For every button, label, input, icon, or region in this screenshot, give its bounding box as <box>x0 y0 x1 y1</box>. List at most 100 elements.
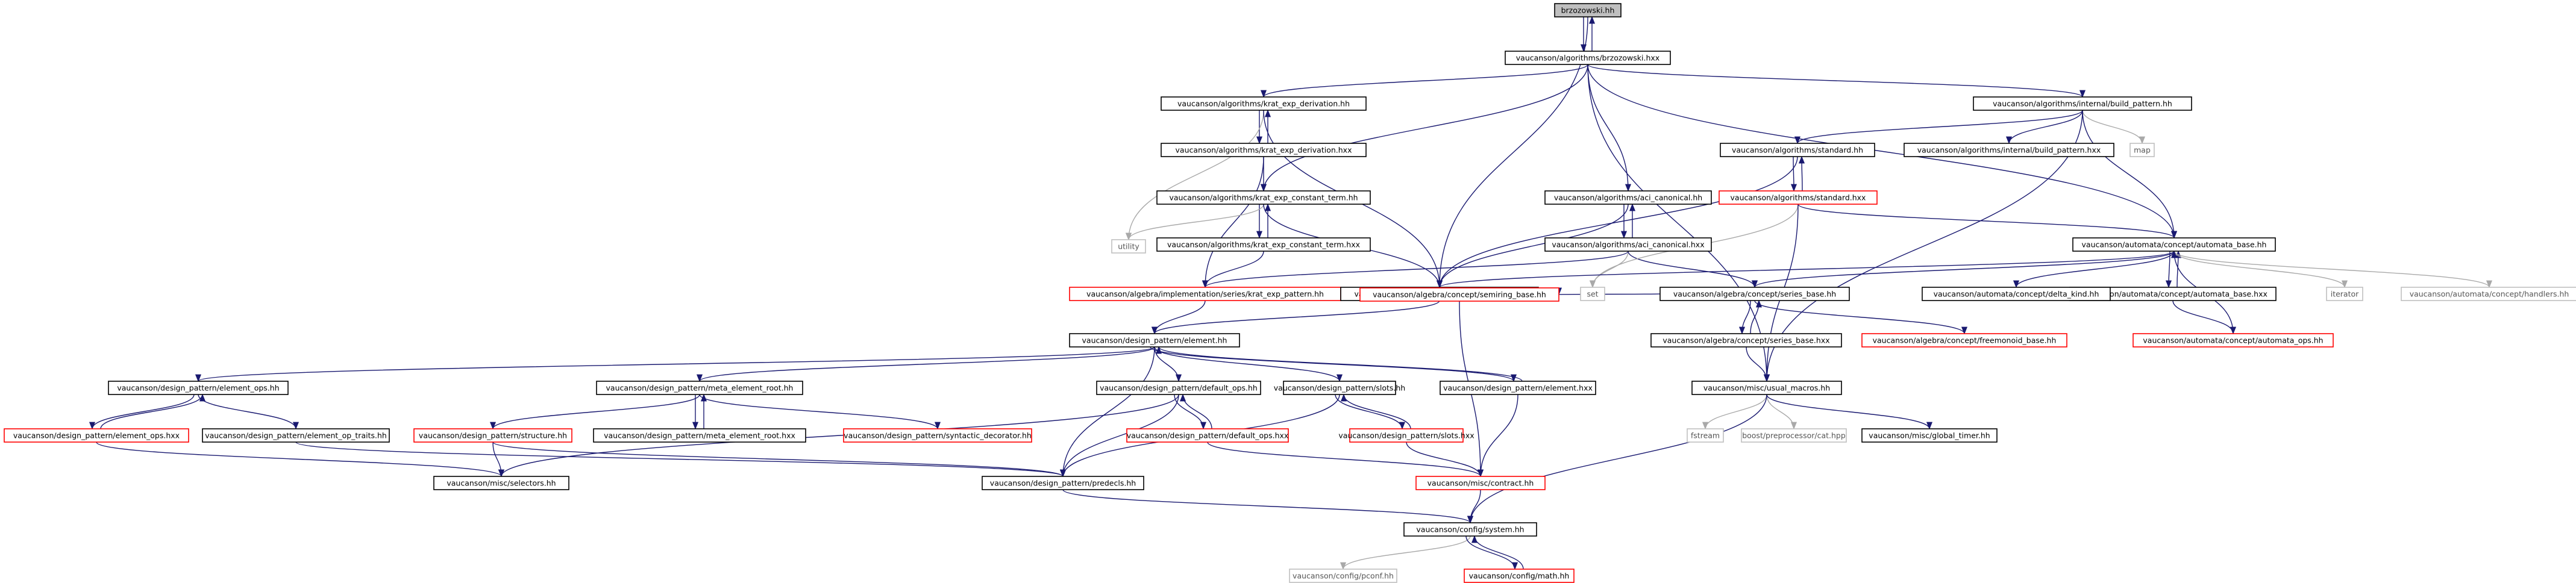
node-box <box>1741 428 1847 443</box>
node-syntactic-decorator[interactable]: vaucanson/design_pattern/syntactic_decor… <box>843 428 1032 443</box>
node-global-timer[interactable]: vaucanson/misc/global_timer.hh <box>1861 428 1998 443</box>
node-usual-macros[interactable]: vaucanson/misc/usual_macros.hh <box>1691 381 1842 395</box>
node-automata-base-hxx[interactable]: vaucanson/automata/concept/automata_base… <box>2069 287 2277 301</box>
edge-automata-base-hh-to-iterator <box>2173 251 2348 288</box>
node-box <box>1096 381 1261 395</box>
edge-element-ops-hxx-to-selectors <box>96 441 504 478</box>
node-meta-element-root-hxx[interactable]: vaucanson/design_pattern/meta_element_ro… <box>593 428 806 443</box>
edge-math-to-system <box>1471 535 1524 570</box>
node-box <box>1659 287 1850 301</box>
edge-build-pattern-hh-to-automata-base-hh <box>2082 110 2178 239</box>
node-box <box>1111 239 1146 254</box>
edge-build-pattern-hh-to-build-pattern-hxx <box>2006 110 2083 145</box>
node-delta-kind[interactable]: vaucanson/automata/concept/delta_kind.hh <box>1922 287 2111 301</box>
node-standard-hh[interactable]: vaucanson/algorithms/standard.hh <box>1720 143 1875 157</box>
node-selectors[interactable]: vaucanson/misc/selectors.hh <box>433 476 569 490</box>
node-krat-const-hxx[interactable]: vaucanson/algorithms/krat_exp_constant_t… <box>1156 237 1371 252</box>
node-box <box>2129 143 2155 157</box>
edge-element-op-traits-to-predecls <box>295 441 1066 478</box>
node-contract[interactable]: vaucanson/misc/contract.hh <box>1415 476 1546 490</box>
node-label: vaucanson/automata/concept/delta_kind.hh <box>1934 290 2099 299</box>
node-handlers: vaucanson/automata/concept/handlers.hh <box>2401 287 2576 301</box>
node-slots-hxx[interactable]: vaucanson/design_pattern/slots.hxx <box>1338 428 1474 443</box>
edge-slots-hxx-to-contract <box>1406 441 1484 478</box>
node-fstream: fstream <box>1687 428 1724 443</box>
node-label: vaucanson/automata/concept/automata_base… <box>2082 240 2267 249</box>
node-box <box>1156 190 1371 205</box>
node-build-pattern-hxx[interactable]: vaucanson/algorithms/internal/build_patt… <box>1904 143 2114 157</box>
edge-default-ops-hxx-to-contract <box>1207 441 1484 478</box>
node-element-op-traits[interactable]: vaucanson/design_pattern/element_op_trai… <box>202 428 390 443</box>
node-slots-hh[interactable]: vaucanson/design_pattern/slots.hh <box>1274 381 1405 395</box>
node-aci-hxx[interactable]: vaucanson/algorithms/aci_canonical.hxx <box>1544 237 1712 252</box>
node-math[interactable]: vaucanson/config/math.hh <box>1464 569 1575 583</box>
node-box <box>593 428 806 443</box>
node-system[interactable]: vaucanson/config/system.hh <box>1403 522 1537 537</box>
edge-default-ops-hh-to-selectors <box>498 394 1179 478</box>
node-element-hh[interactable]: vaucanson/design_pattern/element.hh <box>1069 333 1240 348</box>
node-krat-deriv-hxx[interactable]: vaucanson/algorithms/krat_exp_derivation… <box>1161 143 1367 157</box>
edge-meta-element-root-hh-to-structure <box>490 394 700 430</box>
node-standard-hxx[interactable]: vaucanson/algorithms/standard.hxx <box>1719 190 1878 205</box>
node-meta-element-root-hh[interactable]: vaucanson/design_pattern/meta_element_ro… <box>596 381 803 395</box>
edge-system-to-math <box>1465 535 1518 570</box>
node-box <box>1554 3 1622 17</box>
node-box <box>1156 237 1371 252</box>
node-label: vaucanson/design_pattern/predecls.hh <box>990 479 1136 488</box>
edge-system-to-pconf <box>1340 535 1471 570</box>
node-box <box>1349 428 1464 443</box>
node-aci-hh[interactable]: vaucanson/algorithms/aci_canonical.hh <box>1544 190 1712 205</box>
node-boost-cat: boost/preprocessor/cat.hpp <box>1741 428 1847 443</box>
node-label: utility <box>1118 242 1139 251</box>
node-default-ops-hh[interactable]: vaucanson/design_pattern/default_ops.hh <box>1096 381 1261 395</box>
node-label: vaucanson/algorithms/aci_canonical.hxx <box>1552 240 1704 249</box>
node-label: vaucanson/algebra/concept/series_base.hx… <box>1662 336 1829 345</box>
node-build-pattern-hh[interactable]: vaucanson/algorithms/internal/build_patt… <box>1973 96 2192 111</box>
edge-element-hxx-to-element-hh <box>1156 346 1523 382</box>
node-box <box>4 428 189 443</box>
node-semiring-base[interactable]: vaucanson/algebra/concept/semiring_base.… <box>1359 287 1559 302</box>
edge-standard-hh-to-standard-hxx <box>1790 156 1797 192</box>
node-default-ops-hxx[interactable]: vaucanson/design_pattern/default_ops.hxx <box>1126 428 1289 443</box>
node-box <box>1440 381 1596 395</box>
node-element-hxx[interactable]: vaucanson/design_pattern/element.hxx <box>1440 381 1596 395</box>
node-label: vaucanson/design_pattern/slots.hh <box>1274 384 1405 393</box>
edge-automata-base-hh-to-series-base-hh <box>1752 251 2175 288</box>
node-krat-const-hh[interactable]: vaucanson/algorithms/krat_exp_constant_t… <box>1156 190 1371 205</box>
node-box <box>596 381 803 395</box>
node-structure[interactable]: vaucanson/design_pattern/structure.hh <box>413 428 572 443</box>
edge-element-hh-to-predecls <box>1059 346 1155 478</box>
node-freemonoid-base[interactable]: vaucanson/algebra/concept/freemonoid_bas… <box>1861 333 2067 348</box>
edge-automata-base-hh-to-handlers <box>2173 251 2492 288</box>
edge-brzozowski-hxx-to-usual-macros <box>1587 64 1770 382</box>
node-box <box>1403 522 1537 537</box>
node-box <box>982 476 1144 490</box>
node-label: vaucanson/algorithms/internal/build_patt… <box>1993 99 2172 108</box>
edge-krat-deriv-hh-to-utility <box>1125 110 1264 241</box>
node-series-base-hh[interactable]: vaucanson/algebra/concept/series_base.hh <box>1659 287 1850 301</box>
edge-series-base-hh-to-semiring-base <box>1558 287 1661 296</box>
edge-standard-hh-to-design-pattern-hh <box>1437 156 1798 288</box>
node-brzozowski-hh[interactable]: brzozowski.hh <box>1554 3 1622 17</box>
edge-series-base-hh-to-series-base-hxx <box>1738 300 1751 335</box>
node-iterator: iterator <box>2326 287 2363 301</box>
node-box <box>2072 237 2276 252</box>
node-box <box>1505 51 1671 65</box>
edge-brzozowski-hxx-to-krat-const-hh <box>1261 64 1588 192</box>
node-automata-ops[interactable]: vaucanson/automata/concept/automata_ops.… <box>2133 333 2334 348</box>
node-series-base-hxx[interactable]: vaucanson/algebra/concept/series_base.hx… <box>1650 333 1842 348</box>
node-box <box>1687 428 1724 443</box>
node-predecls[interactable]: vaucanson/design_pattern/predecls.hh <box>982 476 1144 490</box>
node-label: vaucanson/design_pattern/syntactic_decor… <box>844 431 1032 440</box>
node-box <box>1415 476 1546 490</box>
edge-aci-hxx-to-series-base-hh <box>1628 251 1758 288</box>
node-label: vaucanson/algorithms/standard.hxx <box>1731 193 1866 202</box>
node-element-ops-hxx[interactable]: vaucanson/design_pattern/element_ops.hxx <box>4 428 189 443</box>
node-krat-deriv-hh[interactable]: vaucanson/algorithms/krat_exp_derivation… <box>1161 96 1367 111</box>
node-automata-base-hh[interactable]: vaucanson/automata/concept/automata_base… <box>2072 237 2276 252</box>
node-element-ops-hh[interactable]: vaucanson/design_pattern/element_ops.hh <box>108 381 289 395</box>
node-krat-exp-pattern[interactable]: vaucanson/algebra/implementation/series/… <box>1069 287 1341 301</box>
node-brzozowski-hxx[interactable]: vaucanson/algorithms/brzozowski.hxx <box>1505 51 1671 65</box>
node-label: vaucanson/algorithms/standard.hh <box>1732 146 1863 155</box>
node-label: vaucanson/misc/global_timer.hh <box>1869 431 1990 440</box>
